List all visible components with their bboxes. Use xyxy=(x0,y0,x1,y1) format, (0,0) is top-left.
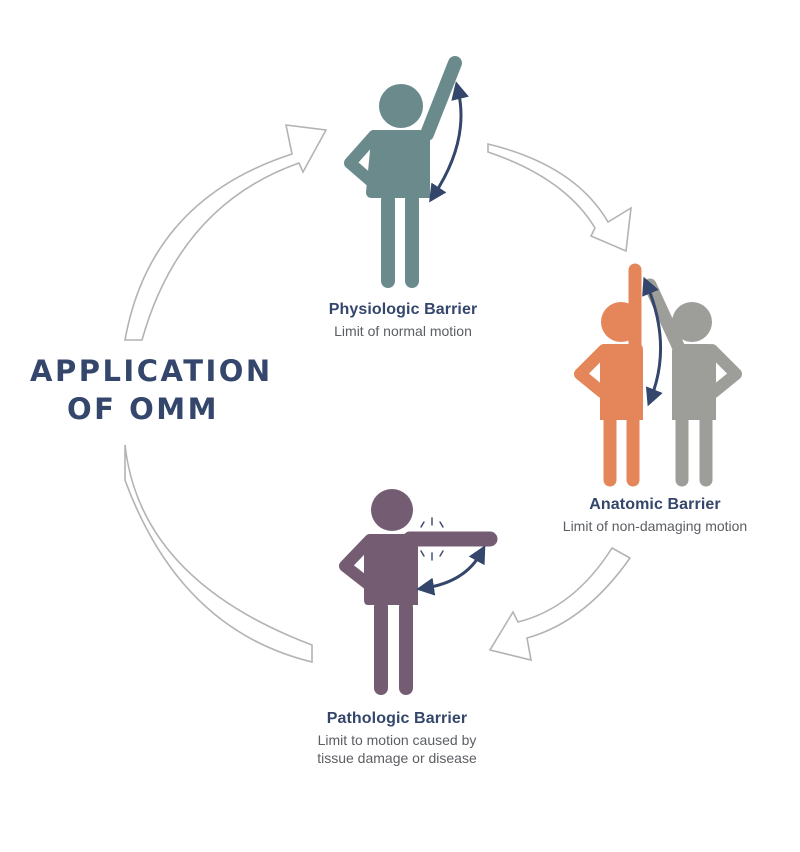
cycle-arrow-icon xyxy=(124,444,313,664)
pathologic-figure-icon xyxy=(339,489,498,695)
cycle-arrow-icon xyxy=(124,124,328,341)
barrier-subtitle: Limit to motion caused by tissue damage … xyxy=(297,731,497,767)
barrier-subtitle-line: Limit to motion caused by xyxy=(317,732,477,748)
physiologic-barrier-label: Physiologic Barrier Limit of normal moti… xyxy=(303,301,503,340)
cycle-arrow-icon xyxy=(487,142,632,253)
anatomic-barrier-label: Anatomic Barrier Limit of non-damaging m… xyxy=(545,496,765,535)
physiologic-figure-icon xyxy=(344,56,462,288)
diagram-title: APPLICATION OF OMM xyxy=(30,352,273,428)
barrier-title: Anatomic Barrier xyxy=(589,496,721,513)
barrier-subtitle-line: tissue damage or disease xyxy=(317,750,477,766)
barrier-title: Pathologic Barrier xyxy=(326,710,468,727)
title-line-1: APPLICATION xyxy=(30,354,273,388)
barrier-subtitle: Limit of normal motion xyxy=(334,323,472,339)
barrier-title: Physiologic Barrier xyxy=(328,301,478,318)
cycle-arrow-icon xyxy=(488,546,632,662)
barrier-subtitle: Limit of non-damaging motion xyxy=(562,518,748,534)
anatomic-reference-figure-icon xyxy=(643,278,742,487)
anatomic-figure-icon xyxy=(574,263,643,487)
motion-arrow-icon xyxy=(429,81,469,203)
motion-arrow-icon xyxy=(642,276,663,407)
motion-arrow-icon xyxy=(416,545,486,596)
title-line-2: OF OMM xyxy=(67,392,219,426)
pathologic-barrier-label: Pathologic Barrier Limit to motion cause… xyxy=(297,710,497,767)
